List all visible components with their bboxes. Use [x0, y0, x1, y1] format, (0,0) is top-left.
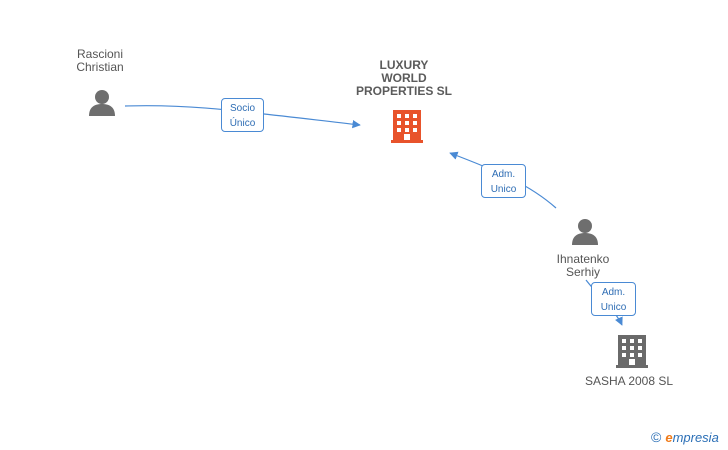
building-icon[interactable] [616, 335, 648, 368]
company-name-luxury[interactable]: LUXURY WORLD PROPERTIES SL [349, 59, 459, 98]
edge-label-adm-unico[interactable]: Adm. Unico [481, 164, 526, 198]
edge-label-line: Único [229, 118, 256, 129]
name-line: Serhiy [565, 265, 600, 279]
empresia-logo-initial: e [665, 430, 673, 445]
person-icon[interactable] [572, 219, 598, 245]
person-name-rascioni[interactable]: Rascioni Christian [60, 48, 140, 74]
name-line: PROPERTIES SL [355, 84, 453, 98]
edge-label-line: Adm. [601, 287, 626, 298]
name-line: WORLD [381, 71, 427, 85]
copyright-icon: © [651, 429, 662, 445]
building-icon[interactable] [391, 110, 423, 143]
empresia-watermark: ©empresia [651, 429, 728, 447]
edge-label-line: Unico [600, 302, 627, 313]
person-icon[interactable] [89, 90, 115, 116]
empresia-logo-text: mpresia [672, 430, 719, 445]
edge-label-socio-unico[interactable]: Socio Único [221, 98, 264, 132]
edge-label-line: Socio [229, 103, 255, 114]
name-line: Ihnatenko [556, 252, 610, 266]
name-line: LUXURY [379, 58, 429, 72]
edge-label-adm-unico[interactable]: Adm. Unico [591, 282, 636, 316]
name-line: Christian [76, 60, 124, 74]
edge-label-line: Unico [490, 184, 517, 195]
name-line: Rascioni [76, 47, 124, 61]
edge-rascioni-to-luxury [124, 105, 361, 129]
person-name-ihnatenko[interactable]: Ihnatenko Serhiy [543, 253, 623, 279]
company-name-sasha[interactable]: SASHA 2008 SL [578, 375, 680, 388]
edge-label-line: Adm. [491, 169, 516, 180]
name-line: SASHA 2008 SL [584, 374, 674, 388]
